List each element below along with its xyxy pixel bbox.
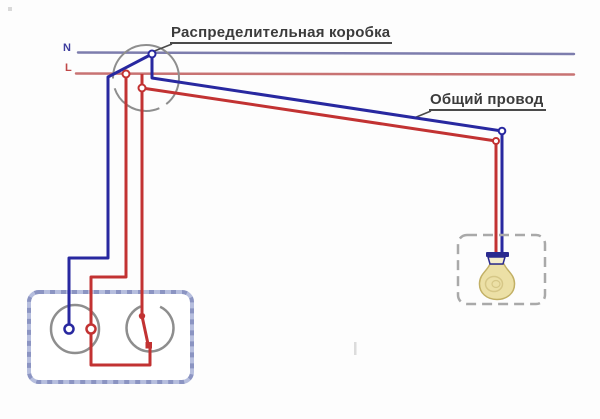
switch-contact-square: [145, 342, 152, 349]
junction-dot-neutral: [147, 49, 157, 59]
junction-dot-line-lamp: [137, 83, 147, 93]
bulb-cap: [486, 252, 509, 257]
lamp-corner-dot-neutral: [497, 126, 507, 136]
lamp-corner-dot-line: [492, 137, 500, 145]
lamp-boundary-dashed-rect: [456, 233, 547, 306]
common-wire-label: Общий провод: [429, 91, 546, 111]
socket-terminal-neutral: [63, 323, 75, 335]
line-bus-line: [74, 72, 576, 76]
line-bus-label: L: [65, 62, 72, 74]
neutral-wire-lamp-run: [150, 54, 504, 254]
switch-return-wire: [89, 334, 152, 367]
junction-box-circle: [112, 44, 180, 112]
junction-box-label: Распределительная коробка: [170, 24, 393, 44]
junction-box-leader-line: [151, 43, 173, 53]
switch-blade: [140, 315, 150, 345]
bulb-filament-swirl: [484, 275, 504, 293]
junction-dot-line-socket: [121, 69, 131, 79]
line-wire-lamp-run: [141, 86, 498, 254]
bulb-filament-swirl-inner: [491, 279, 501, 289]
photo-artifact: [354, 342, 357, 355]
neutral-bus-line: [76, 51, 576, 56]
switch-pivot-dot: [138, 312, 146, 320]
neutral-bus-label: N: [63, 42, 71, 54]
photo-artifact: [8, 7, 12, 11]
neutral-wire-socket-drop: [67, 52, 153, 325]
socket-circle: [49, 303, 101, 355]
line-wire-socket-drop: [89, 74, 128, 324]
socket-terminal-line: [85, 323, 97, 335]
bulb-glass: [478, 263, 516, 301]
bulb-neck: [487, 256, 506, 265]
